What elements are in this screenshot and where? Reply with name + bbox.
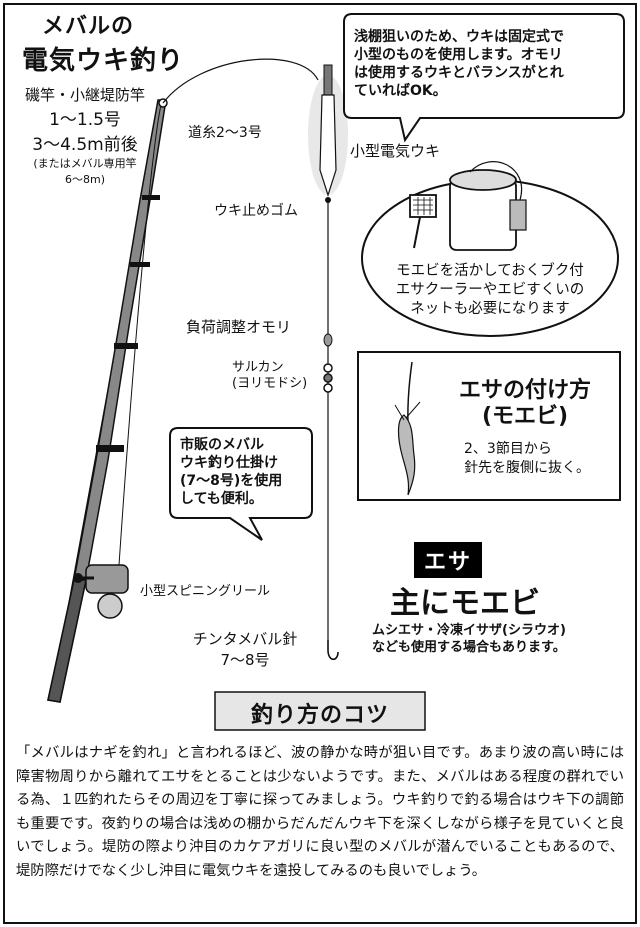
esa-note2: なども使用する場合もあります。: [372, 640, 566, 655]
rig-bubble-shape: [169, 427, 313, 541]
rod-spec: 磯竿・小継堤防竿 1〜1.5号 3〜4.5m前後 (またはメバル専用竿 6〜8m…: [10, 84, 160, 187]
title-line2: 電気ウキ釣り: [22, 46, 185, 76]
bait-box: エサの付け方 (モエビ): [440, 378, 610, 430]
hook-label: チンタメバル針 7〜8号: [180, 628, 310, 670]
rod-guide: [130, 262, 150, 267]
bait-box-frame: [357, 351, 621, 501]
page-title: メバルの 電気ウキ釣り: [22, 8, 184, 77]
float-bubble-line: 小型のものを使用します。オモリ: [354, 47, 563, 63]
hooked-shrimp-icon: [394, 361, 421, 496]
esa-tag: エサ: [414, 542, 483, 578]
gear-note-line: エサクーラーやエビすくいの: [395, 282, 585, 298]
main-line: [162, 58, 319, 104]
gear-note-line: ネットも必要になります: [410, 301, 570, 317]
rod-guide: [114, 343, 138, 349]
float-bubble-line: ていればOK。: [354, 83, 447, 99]
rod-guide: [96, 445, 124, 452]
bait-desc1: 2、3節目から: [464, 441, 552, 457]
float-stop-label: ウキ止めゴム: [214, 203, 298, 219]
rod-name: 磯竿・小継堤防竿: [24, 86, 145, 104]
rig-bubble-line: (7〜8号)を使用: [180, 473, 283, 489]
spinning-reel: [73, 564, 129, 619]
swivel: [323, 363, 333, 393]
electric-float: [308, 64, 348, 197]
gear-note: モエビを活かしておくブク付 エサクーラーやエビすくいの ネットも必要になります: [380, 262, 600, 319]
float-bubble-line: は使用するウキとバランスがとれ: [354, 65, 564, 81]
sinker: [323, 333, 333, 347]
tips-title: 釣り方のコツ: [250, 703, 389, 728]
bait-cooler-icon: [449, 161, 527, 251]
bait-heading1: エサの付け方: [458, 378, 591, 403]
rig-bubble-line: ウキ釣り仕掛け: [180, 455, 278, 471]
bait-desc: 2、3節目から 針先を腹側に抜く。: [464, 440, 590, 478]
rod-guide: [142, 195, 160, 200]
outer-frame: [3, 3, 637, 924]
rig-bubble-line: しても便利。: [180, 491, 263, 507]
sinker-label: 負荷調整オモリ: [186, 318, 292, 336]
swivel-label: サルカン: [232, 360, 284, 375]
esa-note1: ムシエサ・冷凍イサザ(シラウオ): [372, 623, 566, 638]
hook-label-line2: 7〜8号: [220, 651, 270, 669]
float-bubble: 浅棚狙いのため、ウキは固定式で 小型のものを使用します。オモリ は使用するウキと…: [354, 28, 564, 100]
tips-title-box: [214, 691, 426, 731]
bait-heading2: (モエビ): [481, 404, 569, 429]
hook: [327, 640, 339, 661]
shrimp-net-icon: [409, 194, 437, 249]
rod-note1: (またはメバル専用竿: [33, 157, 137, 170]
rig-bubble-line: 市販のメバル: [180, 437, 264, 453]
line-label: 道糸2〜3号: [188, 125, 262, 141]
esa-main: 主にモエビ: [390, 586, 540, 621]
float-bubble-line: 浅棚狙いのため、ウキは固定式で: [354, 29, 564, 45]
reel-label: 小型スピニングリール: [140, 584, 271, 599]
float-label: 小型電気ウキ: [350, 142, 441, 160]
hook-label-line1: チンタメバル針: [192, 630, 298, 648]
float-stop-rubber: [325, 197, 331, 203]
swivel-label-sub: (ヨリモドシ): [232, 376, 308, 391]
title-line1: メバルの: [42, 14, 135, 39]
rod-spec1: 1〜1.5号: [49, 110, 121, 130]
rod-spec2: 3〜4.5m前後: [32, 135, 138, 155]
esa-note: ムシエサ・冷凍イサザ(シラウオ) なども使用する場合もあります。: [372, 622, 566, 656]
rod-note2: 6〜8m): [64, 173, 105, 186]
bait-desc2: 針先を腹側に抜く。: [464, 460, 590, 476]
tips-body: 「メバルはナギを釣れ」と言われるほど、波の静かな時が狙い目です。あまり波の高い時…: [16, 745, 624, 879]
rig-bubble: 市販のメバル ウキ釣り仕掛け (7〜8号)を使用 しても便利。: [180, 436, 282, 508]
fishing-rod: [47, 98, 168, 703]
float-bubble-shape: [343, 13, 625, 143]
gear-note-line: モエビを活かしておくブク付: [396, 263, 584, 279]
